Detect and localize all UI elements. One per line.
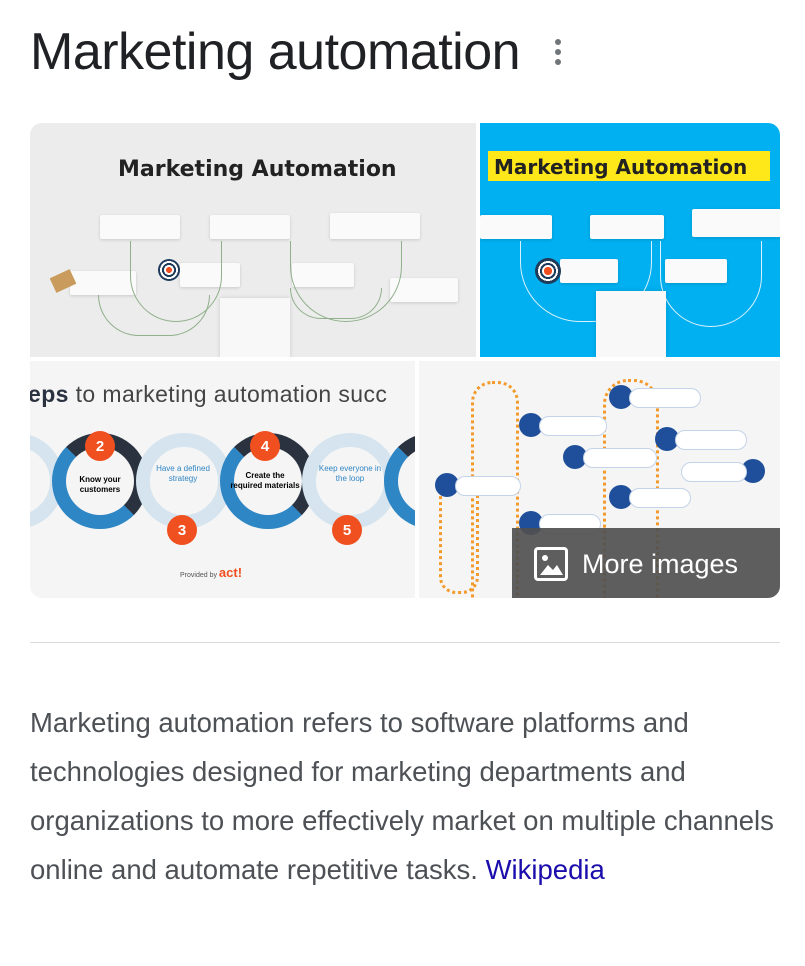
diagram-card <box>330 213 420 239</box>
flow-node-label <box>583 448 657 468</box>
heading-rest: to marketing automation succ <box>68 381 388 407</box>
image-heading: Marketing Automation <box>118 157 397 182</box>
connector-line <box>660 241 762 327</box>
connector-line <box>130 241 222 322</box>
image-icon <box>534 547 568 581</box>
diagram-card <box>210 215 290 239</box>
diagram-card <box>590 215 664 239</box>
more-vert-icon <box>555 39 562 45</box>
heading-bold: eps <box>30 381 69 407</box>
more-options-button[interactable] <box>546 32 570 72</box>
provided-by: Provided by act! <box>180 565 242 580</box>
step-number: 3 <box>167 515 197 545</box>
step-text: Create the required materials <box>230 471 300 490</box>
flow-node-label <box>675 430 747 450</box>
step-text: Keep everyone in the loop <box>318 464 382 483</box>
step-text: Have a defined strategy <box>156 464 210 483</box>
step-number: 5 <box>332 515 362 545</box>
more-images-button[interactable]: More images <box>512 528 780 598</box>
image-icon-glyph <box>540 555 563 575</box>
diagram-card <box>100 215 180 239</box>
diagram-card <box>480 215 552 239</box>
image-tile-3[interactable]: eps to marketing automation succ 2 3 4 5… <box>30 361 415 598</box>
panel-header: Marketing automation <box>30 18 570 86</box>
heading-highlight <box>488 151 770 181</box>
image-heading: eps to marketing automation succ <box>30 381 387 408</box>
flow-node-label <box>629 488 691 508</box>
step-text: Know your customers <box>79 475 121 494</box>
more-vert-icon-dot <box>555 59 562 65</box>
envelope-graphic <box>596 291 666 357</box>
divider <box>30 642 780 643</box>
image-grid: Marketing Automation Marketing Automatio… <box>30 123 780 598</box>
diagram-card <box>692 209 780 237</box>
diagram-card <box>70 271 136 295</box>
step-number: 2 <box>85 431 115 461</box>
more-images-label: More images <box>582 548 739 579</box>
wikipedia-link[interactable]: Wikipedia <box>485 854 605 885</box>
image-tile-2[interactable]: Marketing Automation <box>480 123 780 357</box>
step-ring <box>384 433 415 529</box>
step-number: 4 <box>250 431 280 461</box>
envelope-graphic <box>220 298 290 357</box>
page-title: Marketing automation <box>30 23 521 81</box>
flow-node-label <box>681 462 747 482</box>
diagram-card <box>390 278 458 302</box>
provided-by-label: Provided by <box>180 572 217 579</box>
flow-node-label <box>629 388 701 408</box>
flow-node-label <box>539 416 607 436</box>
image-heading: Marketing Automation <box>494 155 748 179</box>
flow-node-label <box>455 476 521 496</box>
more-vert-icon-dot <box>555 49 562 55</box>
description-text: Marketing automation refers to software … <box>30 707 774 885</box>
description: Marketing automation refers to software … <box>30 698 780 894</box>
image-tile-1[interactable]: Marketing Automation <box>30 123 476 357</box>
dotted-path <box>439 491 479 594</box>
brand-logo: act! <box>218 565 243 580</box>
